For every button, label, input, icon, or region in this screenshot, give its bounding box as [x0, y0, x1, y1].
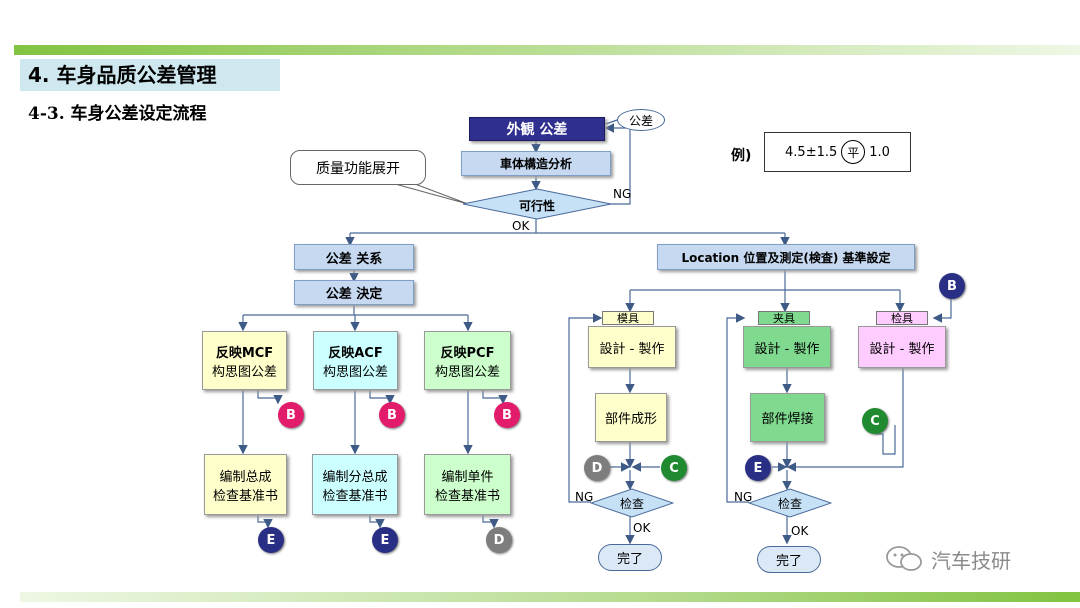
quality-function-callout: 质量功能展开 [290, 150, 426, 185]
subassembly-doc-line2: 检查基准书 [322, 488, 388, 504]
gauge-design-box: 設計 - 製作 [858, 326, 946, 368]
acf-line2: 构思图公差 [322, 364, 388, 380]
part-welding-box: 部件焊接 [750, 393, 825, 442]
mcf-line2: 构思图公差 [211, 364, 277, 380]
single-part-doc-box: 编制单件 检查基准书 [424, 454, 511, 515]
feasibility-ok-label: OK [512, 219, 530, 233]
pcf-box: 反映PCF 构思图公差 [424, 331, 511, 390]
connector-b-circle: B [278, 402, 304, 428]
example-circled: 平 [841, 140, 866, 164]
connector-c-circle: C [661, 455, 687, 481]
pcf-line1: 反映PCF [440, 345, 495, 361]
single-part-doc-line1: 编制单件 [441, 469, 494, 485]
feasibility-ng-label: NG [613, 187, 632, 201]
mold-ng-label: NG [575, 490, 594, 504]
mcf-box: 反映MCF 构思图公差 [202, 331, 287, 390]
watermark-text: 汽车技研 [931, 548, 1011, 573]
acf-box: 反映ACF 构思图公差 [313, 331, 398, 390]
single-part-doc-line2: 检查基准书 [434, 488, 500, 504]
mold-ok-label: OK [633, 521, 651, 535]
example-box: 4.5±1.5 平 1.0 [764, 132, 911, 172]
part-forming-box: 部件成形 [595, 393, 667, 442]
fixture-tag: 夹具 [758, 311, 810, 325]
feasibility-label: 可行性 [518, 199, 555, 213]
mold-check-diamond [590, 488, 674, 518]
connector-e-circle: E [258, 527, 284, 553]
connector-e-circle: E [372, 527, 398, 553]
footer-accent-bar [20, 592, 1080, 602]
mcf-line1: 反映MCF [215, 345, 274, 361]
connector-d-circle: D [486, 527, 512, 553]
example-suffix: 1.0 [869, 144, 890, 160]
gauge-tag: 检具 [876, 311, 928, 325]
example-value: 4.5±1.5 [785, 144, 838, 160]
structure-analysis-box: 車体構造分析 [461, 151, 611, 176]
subassembly-doc-line1: 编制分总成 [322, 469, 388, 485]
tolerance-decision-box: 公差 決定 [294, 280, 414, 305]
mold-check-label: 检查 [619, 497, 644, 511]
fixture-done-terminal: 完了 [757, 546, 821, 573]
fixture-check-diamond [748, 488, 832, 518]
acf-line1: 反映ACF [328, 345, 383, 361]
connector-e-circle: E [745, 455, 771, 481]
connector-c-circle: C [862, 408, 888, 434]
header-accent-bar [14, 45, 1080, 55]
subassembly-doc-box: 编制分总成 检查基准书 [312, 454, 398, 515]
assembly-doc-box: 编制总成 检查基准书 [204, 454, 287, 515]
tolerance-bubble: 公差 [617, 109, 665, 131]
assembly-doc-line1: 编制总成 [219, 469, 272, 485]
section-title: 4. 车身品质公差管理 [20, 59, 280, 91]
mold-design-box: 設計 - 製作 [588, 326, 676, 368]
tolerance-relation-box: 公差 关系 [294, 244, 414, 270]
pcf-line2: 构思图公差 [434, 364, 500, 380]
connector-b-circle: B [939, 273, 965, 299]
watermark: 汽车技研 [885, 544, 1060, 574]
fixture-ok-label: OK [791, 524, 809, 538]
assembly-doc-line2: 检查基准书 [212, 488, 278, 504]
subtitle: 4-3. 车身公差设定流程 [28, 104, 207, 124]
example-prefix: 例) [731, 148, 752, 164]
mold-tag: 模具 [602, 311, 654, 325]
fixture-ng-label: NG [734, 490, 753, 504]
chat-bubbles-icon [886, 546, 922, 571]
connector-d-circle: D [584, 455, 610, 481]
mold-done-terminal: 完了 [598, 544, 662, 571]
location-datum-box: Location 位置及測定(検査) 基準設定 [657, 244, 915, 270]
fixture-design-box: 設計 - 製作 [743, 326, 831, 368]
connector-b-circle: B [379, 402, 405, 428]
feasibility-diamond [462, 188, 612, 220]
connector-b-circle: B [494, 402, 520, 428]
appearance-tolerance-box: 外観 公差 [469, 117, 605, 141]
fixture-check-label: 检查 [777, 497, 802, 511]
